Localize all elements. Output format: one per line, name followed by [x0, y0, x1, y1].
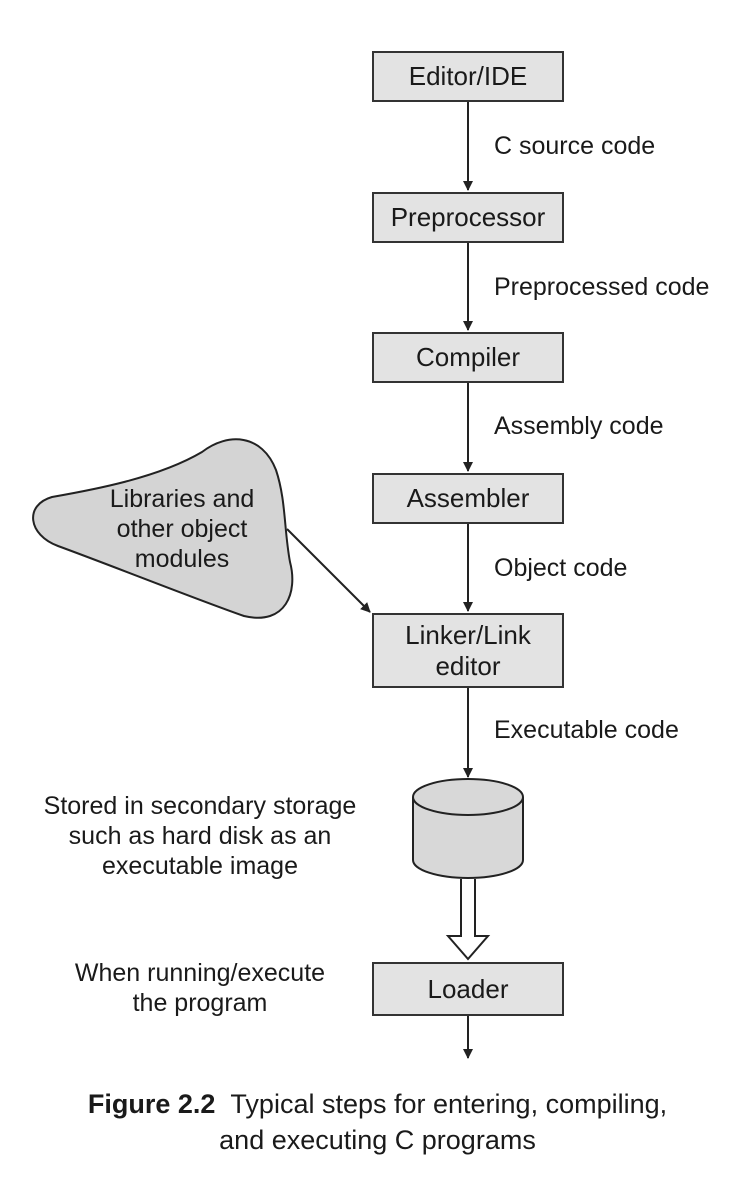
- linker-label-line1: Linker/Link: [405, 619, 531, 650]
- loader-note-line1: When running/execute: [74, 959, 326, 987]
- loader-note-line2: the program: [132, 989, 268, 1017]
- loader-label: Loader: [427, 973, 509, 1004]
- editor-ide-box: Editor/IDE: [372, 51, 564, 102]
- figure-number: Figure 2.2: [87, 1089, 216, 1119]
- caption-line1: Typical steps for entering, compiling,: [230, 1089, 668, 1119]
- linker-box: Linker/Link editor: [372, 613, 564, 688]
- preprocessor-label: Preprocessor: [390, 202, 546, 232]
- storage-note-line3: executable image: [102, 852, 298, 880]
- libraries-line3: modules: [134, 545, 230, 573]
- assembler-label: Assembler: [406, 483, 530, 513]
- edge-label-preprocessed: Preprocessed code: [494, 273, 710, 301]
- edge-label-executable: Executable code: [494, 716, 679, 744]
- caption-line2: and executing C programs: [219, 1125, 536, 1155]
- figure-caption: Figure 2.2 Typical steps for entering, c…: [0, 1086, 755, 1158]
- hollow-arrow-storage-to-loader: [445, 879, 491, 961]
- storage-note-line2: such as hard disk as an: [68, 822, 332, 850]
- compiler-label: Compiler: [415, 342, 521, 372]
- disk-storage-icon: [412, 778, 524, 879]
- preprocessor-box: Preprocessor: [372, 192, 564, 243]
- editor-ide-label: Editor/IDE: [408, 61, 528, 91]
- storage-note-line1: Stored in secondary storage: [43, 792, 357, 820]
- storage-note: Stored in secondary storage such as hard…: [20, 791, 380, 881]
- libraries-blob-shape: [32, 438, 294, 619]
- edge-label-object: Object code: [494, 554, 628, 582]
- libraries-line2: other object: [116, 515, 248, 543]
- arrow-libraries-to-linker: [286, 528, 371, 613]
- libraries-label: Libraries and other object modules: [82, 484, 282, 574]
- libraries-line1: Libraries and: [109, 485, 255, 513]
- loader-box: Loader: [372, 962, 564, 1016]
- loader-note: When running/execute the program: [40, 958, 360, 1018]
- edge-label-assembly: Assembly code: [494, 412, 664, 440]
- assembler-box: Assembler: [372, 473, 564, 524]
- compiler-box: Compiler: [372, 332, 564, 383]
- linker-label-line2: editor: [435, 650, 501, 681]
- edge-label-c-source: C source code: [494, 132, 656, 160]
